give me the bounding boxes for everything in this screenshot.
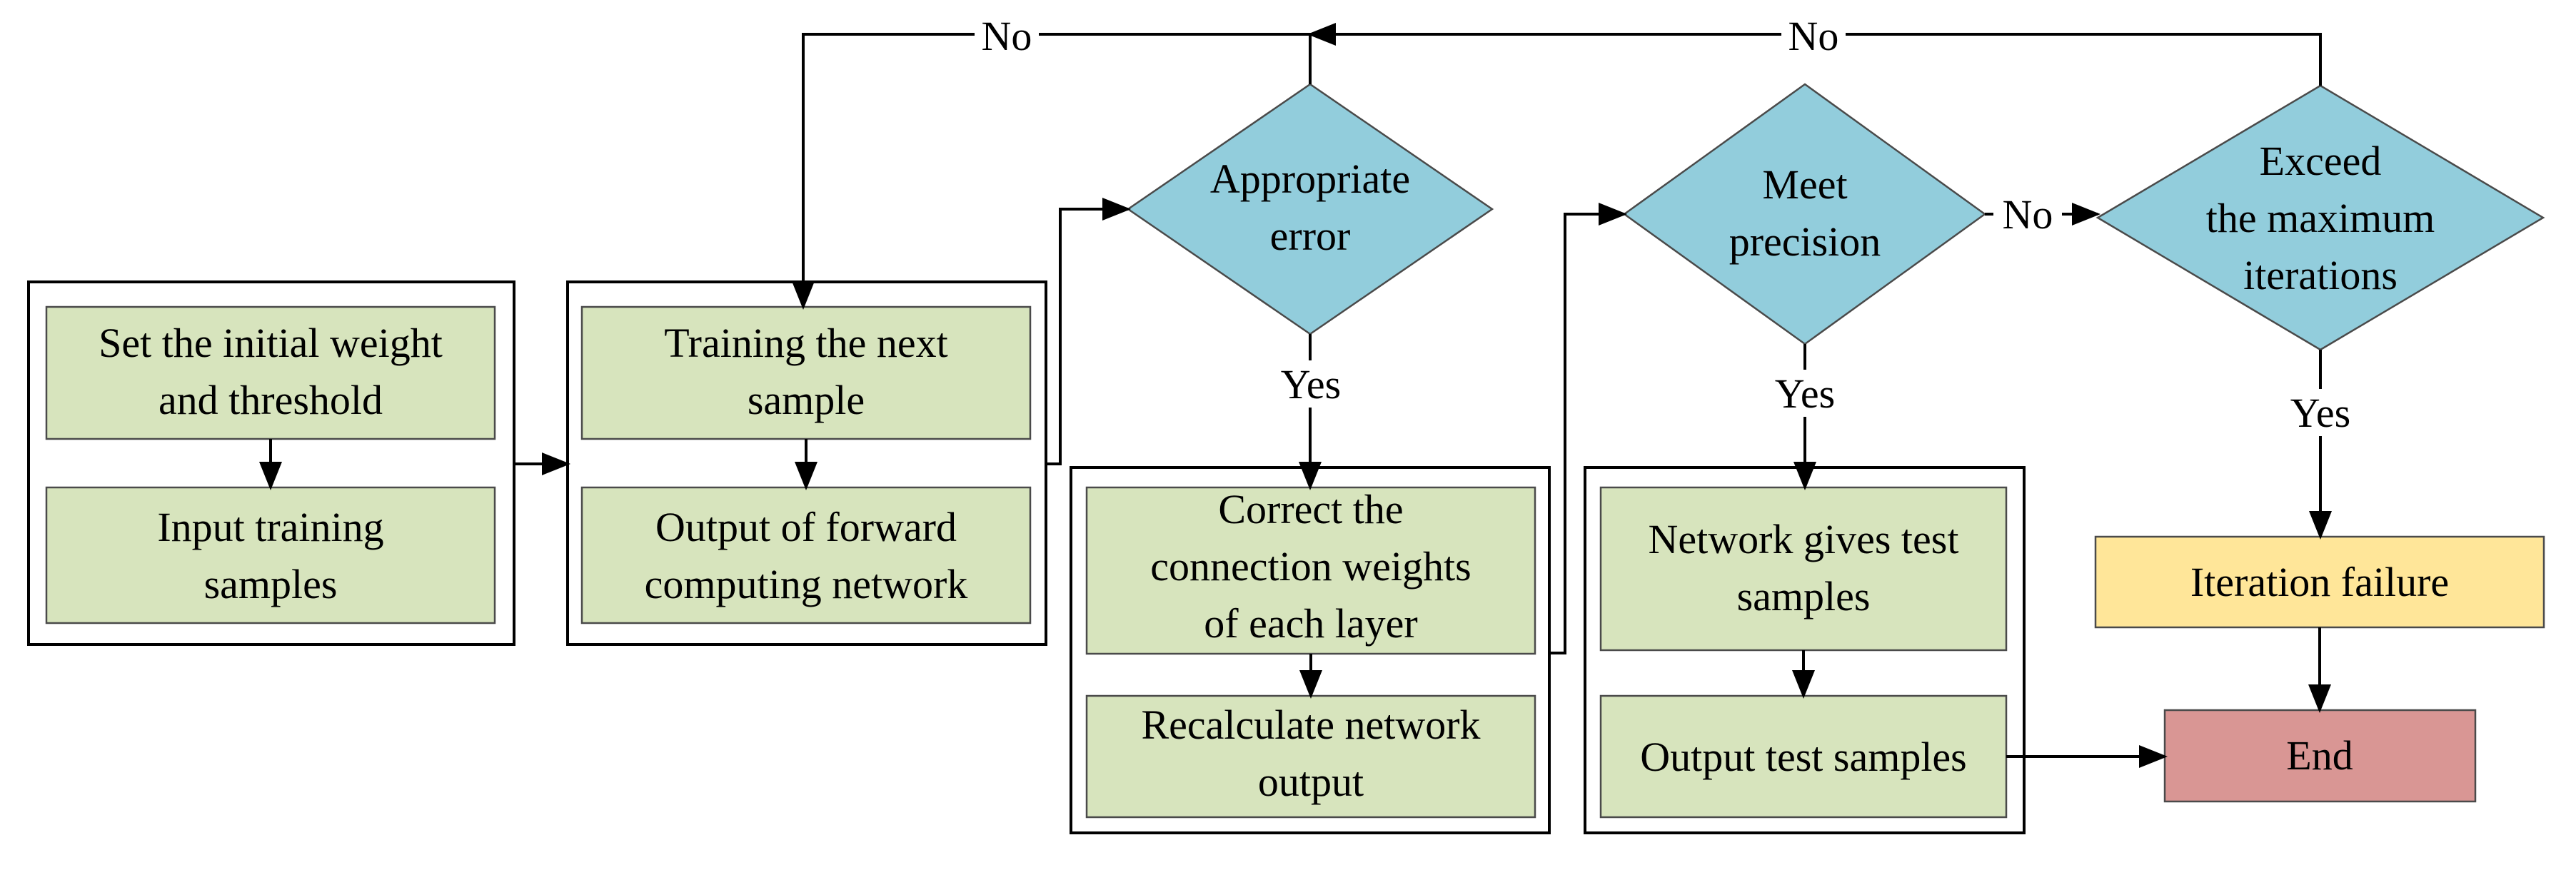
network-gives-test-samples-box: Network gives test samples xyxy=(1599,486,2008,652)
recalculate-network-output-line-2: output xyxy=(1258,759,1364,805)
connector-forward-pass-to-appropriate-error xyxy=(1046,198,1131,465)
end-label: End xyxy=(2286,732,2353,779)
input-training-samples-box: Input training samples xyxy=(45,486,496,624)
correct-connection-weights-line-1: Correct the xyxy=(1218,486,1403,532)
appropriate-error-decision: Appropriate error xyxy=(1126,83,1494,335)
exceed-maximum-iterations-decision: Exceed the maximum iterations xyxy=(2095,84,2545,351)
recalculate-network-output-box: Recalculate network output xyxy=(1085,694,1536,819)
svg-text:Yes: Yes xyxy=(1775,370,1835,417)
training-next-sample-line-1: Training the next xyxy=(664,320,947,366)
edge-label-exceed-no: No xyxy=(1781,13,1846,59)
exceed-maximum-iterations-line-1: Exceed xyxy=(2260,138,2382,184)
meet-precision-line-2: precision xyxy=(1729,218,1881,265)
correct-connection-weights-line-2: connection weights xyxy=(1150,543,1471,590)
exceed-maximum-iterations-line-2: the maximum xyxy=(2206,195,2435,241)
iteration-failure-label: Iteration failure xyxy=(2190,559,2449,605)
recalculate-network-output-line-1: Recalculate network xyxy=(1141,702,1480,748)
network-gives-test-samples-line-1: Network gives test xyxy=(1649,516,1959,562)
connector-exceed-no-loop xyxy=(1307,23,2322,86)
svg-text:No: No xyxy=(982,13,1032,59)
edge-label-error-yes: Yes xyxy=(1271,360,1351,408)
input-training-samples-line-2: samples xyxy=(204,561,338,607)
svg-text:Yes: Yes xyxy=(2290,390,2350,436)
correct-connection-weights-box: Correct the connection weights of each l… xyxy=(1085,486,1536,655)
svg-text:No: No xyxy=(2003,191,2053,238)
appropriate-error-line-1: Appropriate xyxy=(1210,156,1410,202)
output-forward-network-line-2: computing network xyxy=(645,561,968,607)
set-initial-weight-line-1: Set the initial weight xyxy=(99,320,443,366)
edge-label-exceed-yes: Yes xyxy=(2280,389,2360,436)
input-training-samples-line-1: Input training xyxy=(157,504,383,550)
output-test-samples-label: Output test samples xyxy=(1640,734,1967,780)
set-initial-weight-box: Set the initial weight and threshold xyxy=(45,305,496,440)
exceed-maximum-iterations-line-3: iterations xyxy=(2243,252,2398,298)
svg-text:Yes: Yes xyxy=(1281,361,1341,408)
meet-precision-decision: Meet precision xyxy=(1622,83,1987,345)
correct-connection-weights-line-3: of each layer xyxy=(1204,600,1417,647)
end-box: End xyxy=(2163,709,2477,803)
iteration-failure-box: Iteration failure xyxy=(2094,535,2545,629)
training-next-sample-box: Training the next sample xyxy=(580,305,1032,440)
output-test-samples-box: Output test samples xyxy=(1599,694,2008,819)
set-initial-weight-line-2: and threshold xyxy=(159,377,383,423)
edge-label-error-no: No xyxy=(975,13,1039,59)
connector-weight-correction-to-meet-precision xyxy=(1549,203,1627,654)
output-forward-network-line-1: Output of forward xyxy=(655,504,957,550)
edge-label-precision-no: No xyxy=(1993,191,2062,238)
svg-text:No: No xyxy=(1788,13,1839,59)
appropriate-error-line-2: error xyxy=(1270,213,1351,259)
network-gives-test-samples-line-2: samples xyxy=(1737,573,1871,619)
meet-precision-line-1: Meet xyxy=(1762,161,1847,208)
connector-appropriate-error-no-loop xyxy=(792,33,1312,310)
training-next-sample-line-2: sample xyxy=(748,377,865,423)
output-forward-network-box: Output of forward computing network xyxy=(580,486,1032,624)
edge-label-precision-yes: Yes xyxy=(1765,370,1845,417)
